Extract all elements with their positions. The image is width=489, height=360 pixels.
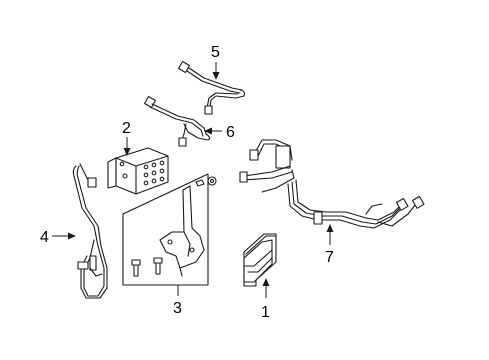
bracket-assembly-part-3 bbox=[122, 173, 217, 286]
callout-6: 6 bbox=[226, 124, 235, 141]
callout-1: 1 bbox=[261, 304, 270, 321]
abs-hydraulic-unit-part-2 bbox=[107, 147, 169, 195]
callout-7: 7 bbox=[325, 249, 334, 266]
leader-line-1 bbox=[262, 278, 270, 298]
leader-line-5 bbox=[212, 62, 220, 80]
brake-tube-part-4 bbox=[72, 163, 108, 299]
leader-line-4 bbox=[52, 232, 76, 240]
callout-4: 4 bbox=[40, 229, 49, 246]
callout-5: 5 bbox=[211, 44, 220, 61]
abs-control-module-part-1 bbox=[243, 233, 277, 287]
brake-tube-part-6 bbox=[143, 95, 211, 147]
leader-line-2 bbox=[123, 137, 131, 156]
callout-3: 3 bbox=[173, 300, 182, 317]
brake-tube-part-5 bbox=[177, 60, 246, 115]
leader-line-7 bbox=[326, 224, 334, 245]
brake-tube-bundle-part-7 bbox=[239, 139, 425, 229]
leader-line-6 bbox=[204, 127, 222, 135]
callout-2: 2 bbox=[122, 120, 131, 137]
